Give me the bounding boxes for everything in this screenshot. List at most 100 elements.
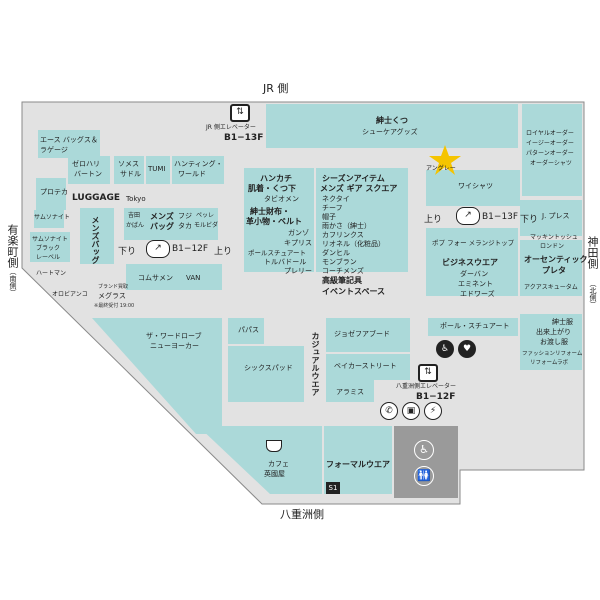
shop-block-order[interactable] bbox=[522, 104, 582, 196]
restroom-icon-1: ♿ bbox=[436, 340, 454, 358]
you-are-here-label: アングレー bbox=[426, 165, 456, 172]
escalator-right-down: 下り bbox=[520, 215, 539, 225]
label-pop-four: ポプ フォー メランジトップ bbox=[432, 239, 515, 247]
you-are-here-star-icon bbox=[429, 145, 461, 175]
label-handkerchief: ハンカチ bbox=[260, 174, 292, 183]
outlet-icon: ⚡ bbox=[424, 402, 442, 420]
escalator-left-floors: B1−12F bbox=[172, 244, 209, 254]
label-tabio: タビオメン bbox=[264, 195, 299, 203]
label-fujitaka-1: フジ bbox=[178, 212, 192, 220]
toilet-icon: 🚻 bbox=[414, 466, 434, 486]
label-luggage-tokyo-sub: Tokyo bbox=[126, 195, 146, 203]
label-samsonite-black-1: サムソナイト bbox=[32, 236, 68, 243]
shop-block-samsonite-black[interactable] bbox=[30, 232, 70, 262]
label-baker: ベイカーストリート bbox=[334, 362, 397, 370]
label-casual-wear: カジュアルウエア bbox=[311, 332, 320, 396]
elevator-yaesu-floors: B1−12F bbox=[416, 392, 456, 402]
label-event-space: イベントスペース bbox=[322, 287, 386, 296]
shop-block-mens-bag[interactable] bbox=[80, 208, 114, 264]
label-hunting: ハンティング・ bbox=[174, 160, 223, 168]
label-preta: プレタ bbox=[542, 266, 566, 275]
label-pens: 高級筆記具 bbox=[322, 276, 362, 285]
label-dunhill: ダンヒル bbox=[322, 249, 350, 257]
shop-block-ace[interactable] bbox=[38, 130, 100, 158]
label-underwear: 肌着・くつ下 bbox=[248, 184, 296, 193]
label-authentic: オーセンティック bbox=[524, 255, 588, 264]
label-megras: メグラス bbox=[98, 292, 126, 300]
escalator-right-floors: B1−13F bbox=[482, 212, 519, 222]
side-label-right: 神田側 bbox=[586, 236, 599, 269]
label-proteca: プロテカ bbox=[40, 188, 68, 196]
label-yoshida: 吉田 bbox=[128, 212, 141, 219]
shop-block-proteca[interactable] bbox=[36, 178, 66, 210]
label-umbrella: 雨かさ（紳士） bbox=[322, 222, 371, 230]
label-paul-stuart-acc: ポールスチュアート bbox=[248, 249, 306, 257]
shop-block-handkerchief[interactable] bbox=[244, 168, 314, 272]
shop-block-shinshi-kutsu[interactable] bbox=[266, 104, 518, 148]
label-cafe-1: カフェ bbox=[268, 460, 289, 468]
shop-block-j-press[interactable] bbox=[520, 200, 582, 236]
side-label-right-sub: （北側） bbox=[589, 280, 597, 308]
wardrobe-area bbox=[92, 318, 222, 434]
label-wardrobe-2: ニューヨーカー bbox=[150, 342, 199, 350]
shop-block-comsamson[interactable] bbox=[126, 264, 222, 290]
shop-block-yoshida[interactable] bbox=[124, 208, 218, 240]
label-pattern-order: パターンオーダー bbox=[526, 150, 574, 157]
label-aquascutum: アクアスキュータム bbox=[524, 284, 578, 291]
elevator-jr-floors: B1−13F bbox=[224, 133, 264, 143]
shop-block-mackintosh[interactable] bbox=[520, 240, 582, 296]
shop-block-samsonite[interactable] bbox=[34, 210, 64, 228]
escalator-left-up: 上り bbox=[214, 247, 233, 257]
escalator-right-up: 上り bbox=[424, 215, 443, 225]
shop-block-tumi[interactable] bbox=[146, 156, 170, 184]
restroom-area bbox=[394, 426, 458, 498]
side-label-left: 有楽町側 bbox=[6, 224, 19, 268]
shop-block-pabas[interactable] bbox=[228, 318, 264, 344]
label-shinshi-ya-3: お渡し服 bbox=[540, 338, 568, 346]
escalator-left-down: 下り bbox=[118, 247, 137, 257]
label-pabas: パパス bbox=[238, 326, 259, 334]
shop-block-baker[interactable] bbox=[326, 354, 410, 380]
label-easy-order: イージーオーダー bbox=[526, 140, 574, 147]
label-shinshi-kutsu: 紳士くつ bbox=[376, 116, 408, 125]
shop-block-business[interactable] bbox=[426, 228, 518, 296]
label-mens-bag: メンズバッグ bbox=[91, 216, 100, 264]
label-fashion-reform-2: リフォームラボ bbox=[530, 360, 569, 366]
label-shinshi-ya-2: 出来上がり bbox=[536, 328, 571, 336]
shop-block-joseph[interactable] bbox=[326, 318, 410, 352]
label-mens-gear: メンズ ギア スクエア bbox=[320, 184, 398, 193]
shop-block-shinshi-ya[interactable] bbox=[520, 314, 582, 370]
label-white-shirt: ワイシャツ bbox=[458, 182, 493, 190]
label-mens-bag2b: バッグ bbox=[150, 222, 174, 231]
label-burton: バートン bbox=[74, 170, 102, 178]
label-wallet-1: 紳士財布・ bbox=[250, 207, 290, 216]
shop-block-paul-stuart[interactable] bbox=[428, 318, 518, 336]
label-scarf: チーフ bbox=[322, 204, 343, 212]
label-arami: アラミス bbox=[336, 388, 364, 396]
shop-block-somes[interactable] bbox=[114, 156, 144, 184]
label-business-wear: ビジネスウエア bbox=[442, 258, 498, 267]
shop-block-season[interactable] bbox=[316, 168, 408, 272]
elevator-yaesu-label: 八重洲側エレベーター bbox=[396, 383, 457, 390]
label-hartmann: ハートマン bbox=[36, 270, 67, 277]
label-samsonite: サムソナイト bbox=[34, 214, 70, 221]
shop-block-sixpad[interactable] bbox=[228, 346, 304, 402]
shop-block-arami[interactable] bbox=[326, 380, 374, 402]
label-comsamson: コムサメン bbox=[138, 274, 173, 282]
label-tumi: TUMI bbox=[148, 165, 166, 173]
label-somes: ソメス bbox=[118, 160, 139, 168]
shop-block-hunting[interactable] bbox=[172, 156, 224, 184]
label-ace-bags: エース バッグス＆ bbox=[40, 136, 98, 144]
shop-block-white-shirt[interactable] bbox=[426, 170, 520, 206]
label-shoe-care: シューケアグッズ bbox=[362, 128, 418, 136]
side-label-left-sub: （南側） bbox=[9, 268, 17, 296]
elevator-icon-jr: ⇅ bbox=[230, 104, 250, 122]
label-kaban: かばん bbox=[126, 222, 145, 229]
label-london: ロンドン bbox=[540, 243, 565, 250]
nursing-room-icon: ♥ bbox=[458, 340, 476, 358]
shop-block-zero[interactable] bbox=[68, 156, 110, 184]
label-necktie: ネクタイ bbox=[322, 195, 350, 203]
label-shinshi-ya-1: 紳士服 bbox=[552, 318, 573, 326]
label-prairie: プレリー bbox=[284, 267, 312, 275]
locker-icon: ▣ bbox=[402, 402, 420, 420]
